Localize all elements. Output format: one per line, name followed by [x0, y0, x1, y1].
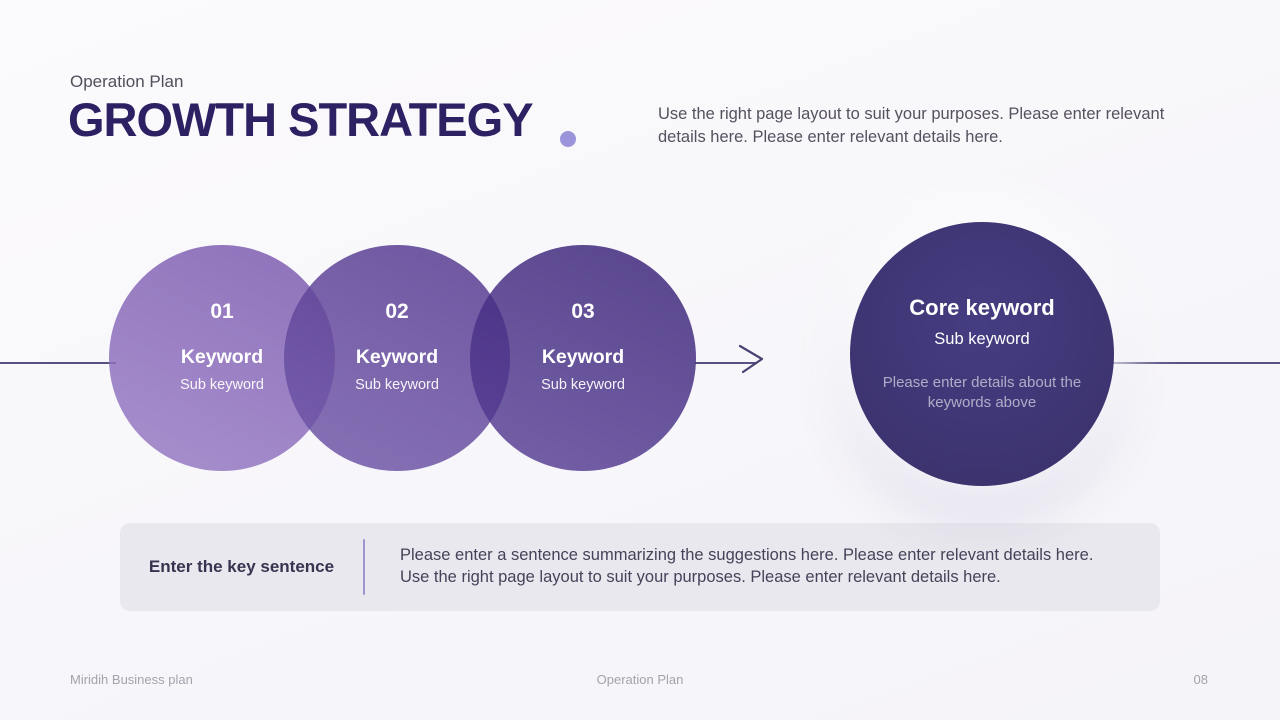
core-detail-text: Please enter details about the keywords … [882, 374, 1082, 411]
footer-document-name: Miridih Business plan [70, 672, 193, 687]
vertical-divider [363, 539, 365, 595]
footer-page-number: 08 [1193, 672, 1208, 687]
timeline-segment-middle [695, 362, 757, 364]
step-number: 03 [571, 299, 595, 323]
intro-paragraph: Use the right page layout to suit your p… [658, 105, 1165, 146]
step-circle-2: 02 Keyword Sub keyword [284, 245, 510, 471]
core-keyword-circle: Core keyword Sub keyword Please enter de… [850, 222, 1114, 486]
key-sentence-bar: Enter the key sentence Please enter a se… [120, 523, 1160, 611]
step-circle-3: 03 Keyword Sub keyword [470, 245, 696, 471]
accent-dot [560, 131, 576, 147]
core-sub-keyword: Sub keyword [934, 330, 1030, 349]
arrow-right-icon [738, 344, 764, 374]
step-circle-1: 01 Keyword Sub keyword [109, 245, 335, 471]
step-sub-keyword: Sub keyword [355, 376, 439, 393]
slide-eyebrow: Operation Plan [70, 72, 184, 91]
step-number: 02 [385, 299, 409, 323]
timeline-segment-right [1113, 362, 1280, 364]
slide-title: GROWTH STRATEGY [68, 93, 534, 146]
footer-section-name: Operation Plan [596, 672, 684, 687]
step-keyword: Keyword [355, 345, 439, 368]
step-keyword: Keyword [541, 345, 625, 368]
step-sub-keyword: Sub keyword [541, 376, 625, 393]
timeline-segment-left [0, 362, 116, 364]
core-title: Core keyword [909, 295, 1055, 321]
step-keyword: Keyword [180, 345, 264, 368]
key-sentence-label: Enter the key sentence [148, 557, 335, 576]
key-sentence-text: Please enter a sentence summarizing the … [400, 546, 1094, 586]
step-number: 01 [210, 299, 234, 323]
step-sub-keyword: Sub keyword [180, 376, 264, 393]
